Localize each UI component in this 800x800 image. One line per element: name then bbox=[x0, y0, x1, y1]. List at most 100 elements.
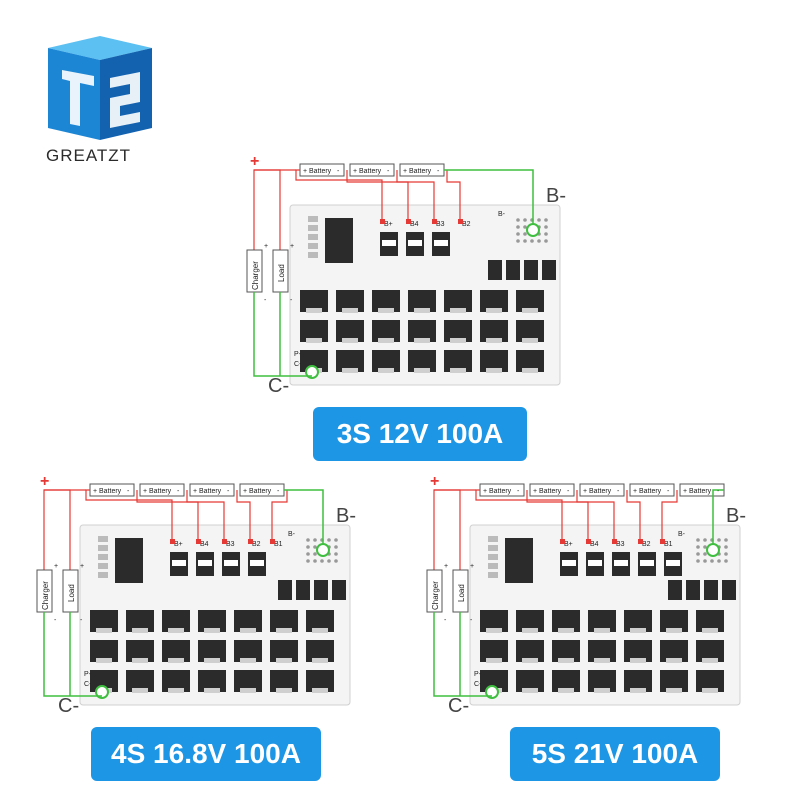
mosfet-component bbox=[480, 610, 508, 632]
c-minus-label: C- bbox=[58, 695, 79, 717]
pad-label: B1 bbox=[664, 541, 673, 548]
mosfet-tab bbox=[312, 688, 328, 693]
via-dot bbox=[334, 545, 338, 549]
mosfet-component bbox=[588, 670, 616, 692]
mosfet-component bbox=[480, 350, 508, 372]
battery-outline bbox=[349, 163, 395, 177]
main-plus-sign: + bbox=[250, 153, 259, 170]
mosfet-component bbox=[660, 610, 688, 632]
battery-cell: +Battery- bbox=[529, 483, 575, 497]
mosfet-component bbox=[306, 610, 334, 632]
mosfet-tab bbox=[666, 688, 682, 693]
balance-wire bbox=[136, 490, 199, 539]
mosfet-tab bbox=[522, 688, 538, 693]
battery-cell: +Battery- bbox=[139, 483, 185, 497]
battery-label: Battery bbox=[149, 488, 172, 495]
mosfet-component bbox=[90, 610, 118, 632]
via-dot bbox=[724, 559, 728, 563]
mosfet-tab bbox=[486, 308, 502, 313]
mosfet-component bbox=[234, 610, 262, 632]
mosfet-component bbox=[516, 290, 544, 312]
balance-wire bbox=[576, 490, 615, 539]
mosfet-tab bbox=[276, 628, 292, 633]
mosfet-tab bbox=[168, 658, 184, 663]
via-dot bbox=[544, 218, 548, 222]
via-dot bbox=[696, 545, 700, 549]
battery-plus: + bbox=[533, 488, 537, 495]
via-dot bbox=[334, 552, 338, 556]
balance-wire bbox=[526, 490, 589, 539]
mosfet-component bbox=[162, 670, 190, 692]
mosfet-tab bbox=[594, 628, 610, 633]
via-dot bbox=[724, 545, 728, 549]
component-marking bbox=[640, 560, 654, 566]
via-dot bbox=[523, 232, 527, 236]
b-minus-label: B- bbox=[546, 185, 566, 207]
charger-plus: + bbox=[54, 563, 58, 570]
battery-label: Battery bbox=[249, 488, 272, 495]
via-dot bbox=[516, 225, 520, 229]
b-minus-terminal bbox=[526, 223, 540, 237]
pad-label: B- bbox=[288, 531, 296, 538]
load-label: Load bbox=[67, 584, 76, 602]
battery-label: Battery bbox=[539, 488, 562, 495]
via-dot bbox=[717, 538, 721, 542]
mosfet-component bbox=[444, 350, 472, 372]
pad-dot bbox=[560, 539, 565, 544]
controller-chip bbox=[325, 218, 353, 263]
mosfet-tab bbox=[522, 628, 538, 633]
mosfet-tab bbox=[594, 658, 610, 663]
battery-minus: - bbox=[437, 168, 440, 175]
variant-label-text: 3S 12V 100A bbox=[336, 418, 504, 449]
mosfet-component bbox=[624, 670, 652, 692]
battery-cell: +Battery- bbox=[299, 163, 345, 177]
pad-label: B- bbox=[678, 531, 686, 538]
component-marking bbox=[434, 240, 448, 246]
controller-chip bbox=[115, 538, 143, 583]
mosfet-tab bbox=[594, 688, 610, 693]
battery-outline bbox=[629, 483, 675, 497]
diode-component bbox=[278, 580, 292, 600]
battery-label: Battery bbox=[99, 488, 122, 495]
charger-plus: + bbox=[444, 563, 448, 570]
mosfet-component bbox=[198, 610, 226, 632]
mosfet-component bbox=[162, 610, 190, 632]
mosfet-tab bbox=[450, 338, 466, 343]
battery-minus: - bbox=[227, 488, 230, 495]
mosfet-component bbox=[552, 610, 580, 632]
variant-label-text: 4S 16.8V 100A bbox=[111, 738, 301, 769]
battery-cell: +Battery- bbox=[629, 483, 675, 497]
pad-label: P- bbox=[474, 671, 482, 678]
pad-label: B1 bbox=[274, 541, 283, 548]
battery-cell: +Battery- bbox=[579, 483, 625, 497]
mosfet-component bbox=[552, 640, 580, 662]
mosfet-tab bbox=[132, 628, 148, 633]
mosfet-component bbox=[588, 610, 616, 632]
via-dot bbox=[537, 239, 541, 243]
mosfet-component bbox=[696, 640, 724, 662]
mosfet-tab bbox=[168, 688, 184, 693]
pad-dot bbox=[432, 219, 437, 224]
via-dot bbox=[523, 225, 527, 229]
diode-component bbox=[506, 260, 520, 280]
mosfet-tab bbox=[342, 338, 358, 343]
battery-minus: - bbox=[277, 488, 280, 495]
battery-plus: + bbox=[93, 488, 97, 495]
battery-outline bbox=[189, 483, 235, 497]
diode-component bbox=[686, 580, 700, 600]
battery-minus: - bbox=[177, 488, 180, 495]
battery-minus: - bbox=[667, 488, 670, 495]
b-minus-label: B- bbox=[336, 505, 356, 527]
charger-minus: - bbox=[54, 617, 57, 624]
mosfet-tab bbox=[378, 308, 394, 313]
mosfet-tab bbox=[378, 368, 394, 373]
c-minus-terminal bbox=[305, 365, 319, 379]
mosfet-tab bbox=[96, 658, 112, 663]
mosfet-tab bbox=[486, 368, 502, 373]
mosfet-tab bbox=[486, 338, 502, 343]
mosfet-component bbox=[660, 640, 688, 662]
mosfet-tab bbox=[132, 688, 148, 693]
battery-plus: + bbox=[143, 488, 147, 495]
